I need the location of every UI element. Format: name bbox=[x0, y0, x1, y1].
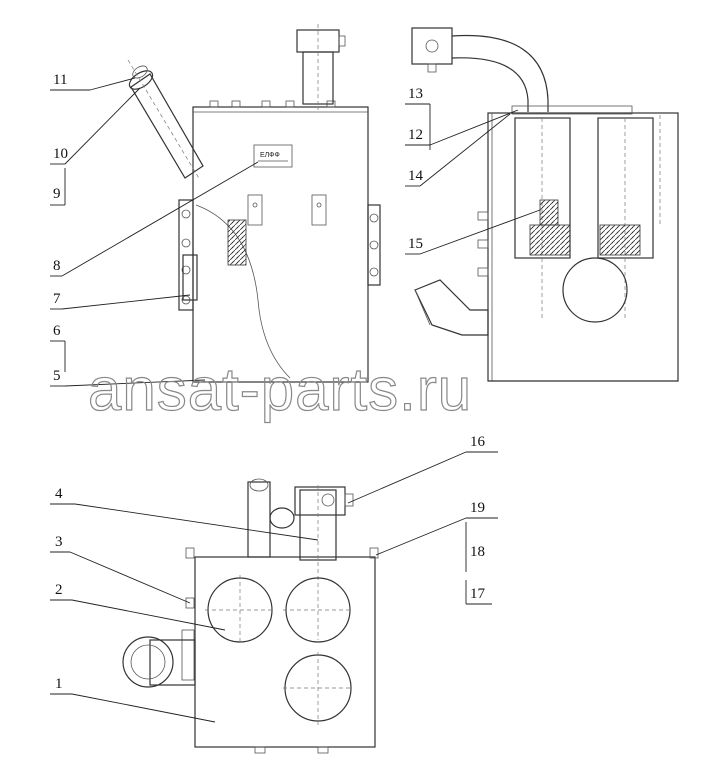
suction-elbow bbox=[414, 279, 489, 336]
callout-18: 18 bbox=[470, 544, 485, 560]
suction-port bbox=[122, 636, 196, 688]
curved-return-pipe bbox=[411, 27, 549, 112]
watermark-text: ansat-parts.ru bbox=[88, 356, 472, 423]
filler-pipe bbox=[127, 59, 204, 181]
filter-element-right bbox=[597, 117, 654, 320]
cover-plate-2 bbox=[283, 577, 353, 643]
callout-3: 3 bbox=[55, 534, 63, 550]
callout-13: 13 bbox=[408, 86, 423, 102]
callout-11: 11 bbox=[53, 72, 67, 88]
callout-4: 4 bbox=[55, 486, 63, 502]
filter-element-left bbox=[514, 117, 571, 320]
left-bracket bbox=[178, 199, 194, 311]
callout-16: 16 bbox=[470, 434, 486, 450]
nameplate-text: ЕЛФФ bbox=[260, 152, 280, 159]
top-bolts bbox=[209, 100, 336, 108]
callout-12: 12 bbox=[408, 127, 423, 143]
right-bracket bbox=[367, 204, 381, 286]
cover-plate-3 bbox=[283, 652, 353, 725]
front-view: ЕЛФФ bbox=[127, 24, 381, 383]
callout-1: 1 bbox=[55, 676, 63, 692]
callout-17: 17 bbox=[470, 586, 486, 602]
callout-14: 14 bbox=[408, 168, 424, 184]
callout-7: 7 bbox=[53, 291, 61, 307]
callout-15: 15 bbox=[408, 236, 423, 252]
callout-10: 10 bbox=[53, 146, 68, 162]
callout-8: 8 bbox=[53, 258, 61, 274]
callout-6: 6 bbox=[53, 323, 61, 339]
nameplate: ЕЛФФ bbox=[253, 144, 293, 168]
callout-2: 2 bbox=[55, 582, 63, 598]
callouts: 11 10 9 8 7 6 5 13 12 14 15 bbox=[50, 72, 678, 723]
float-sphere bbox=[562, 257, 628, 323]
top-view bbox=[122, 478, 379, 754]
callout-5: 5 bbox=[53, 368, 61, 384]
cover-plate-1 bbox=[205, 575, 275, 645]
callout-9: 9 bbox=[53, 186, 61, 202]
section-view bbox=[411, 27, 679, 382]
callout-19: 19 bbox=[470, 500, 485, 516]
top-outlet-pipe bbox=[296, 24, 346, 110]
